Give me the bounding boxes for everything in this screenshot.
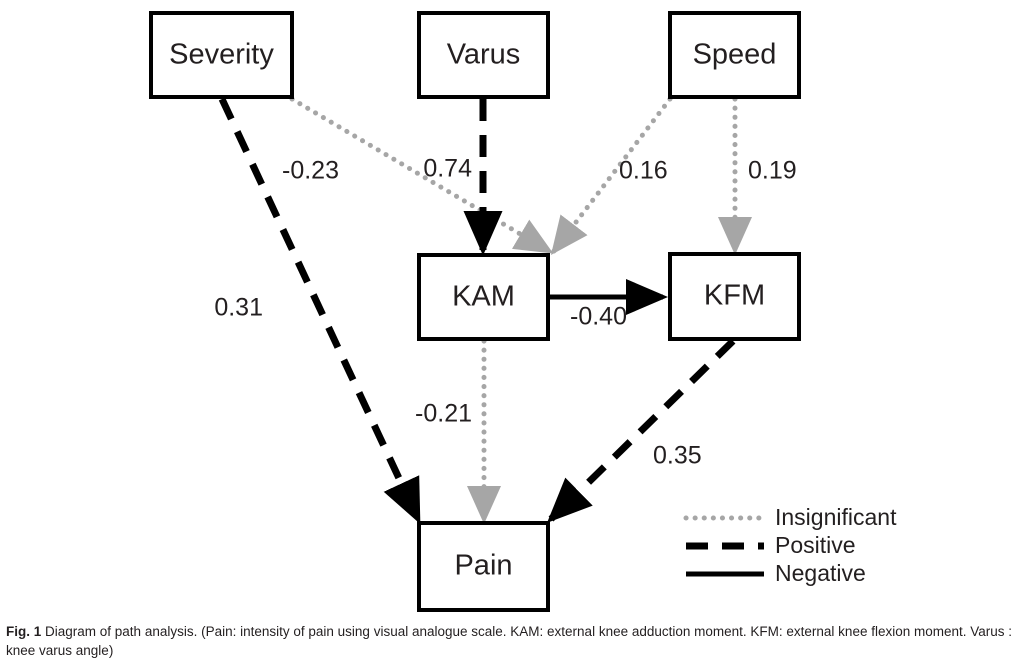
node-kfm-box[interactable] [668, 252, 801, 341]
node-kam-box[interactable] [417, 253, 550, 341]
edge-varus-kam-label: 0.74 [423, 155, 472, 183]
node-speed-box[interactable] [668, 11, 801, 99]
path-analysis-diagram: -0.23 0.31 0.74 0.16 0.19 -0.40 [149, 11, 897, 612]
figure-caption: Fig. 1 Diagram of path analysis. (Pain: … [6, 622, 1024, 660]
node-speed-label: Speed [693, 39, 777, 71]
node-pain-label: Pain [454, 550, 512, 582]
node-varus[interactable]: Varus [417, 11, 550, 99]
node-pain-box[interactable] [417, 521, 550, 612]
node-kam[interactable]: KAM [417, 253, 550, 341]
figure-caption-text: Diagram of path analysis. (Pain: intensi… [6, 624, 1013, 658]
node-kam-label: KAM [452, 281, 515, 313]
edge-speed-kfm: 0.19 [718, 96, 797, 256]
edge-speed-kfm-label: 0.19 [748, 157, 797, 185]
node-severity[interactable]: Severity [149, 11, 294, 99]
node-varus-label: Varus [447, 39, 521, 71]
node-severity-box[interactable] [149, 11, 294, 99]
edge-severity-pain-line [218, 97, 422, 525]
edge-speed-kam: 0.16 [550, 96, 673, 255]
node-severity-label: Severity [169, 39, 274, 71]
edge-kam-pain: -0.21 [415, 338, 501, 525]
edge-kfm-pain-line [546, 338, 736, 523]
node-speed[interactable]: Speed [668, 11, 801, 99]
edge-kam-pain-label: -0.21 [415, 400, 472, 428]
legend-item-positive: Positive [686, 532, 856, 558]
node-varus-box[interactable] [417, 11, 550, 99]
figure-number: Fig. 1 [6, 624, 42, 639]
legend-item-insignificant: Insignificant [683, 504, 897, 530]
legend-item-negative: Negative [686, 560, 866, 586]
node-kfm[interactable]: KFM [668, 252, 801, 341]
edge-kam-kfm: -0.40 [548, 279, 668, 331]
legend-label-insignificant: Insignificant [775, 504, 897, 530]
legend-label-negative: Negative [775, 560, 866, 586]
legend-label-positive: Positive [775, 532, 856, 558]
edge-severity-kam-label: -0.23 [282, 157, 339, 185]
edge-severity-pain: 0.31 [214, 97, 422, 525]
edge-speed-kam-label: 0.16 [619, 157, 668, 185]
edge-kfm-pain: 0.35 [546, 338, 736, 523]
node-pain[interactable]: Pain [417, 521, 550, 612]
edge-kam-kfm-label: -0.40 [570, 303, 627, 331]
node-kfm-label: KFM [704, 280, 765, 312]
edge-severity-pain-label: 0.31 [214, 294, 263, 322]
edge-varus-kam: 0.74 [423, 99, 503, 256]
edge-severity-kam: -0.23 [282, 96, 554, 254]
edge-kfm-pain-label: 0.35 [653, 442, 702, 470]
legend: Insignificant Positive Negative [683, 504, 897, 586]
